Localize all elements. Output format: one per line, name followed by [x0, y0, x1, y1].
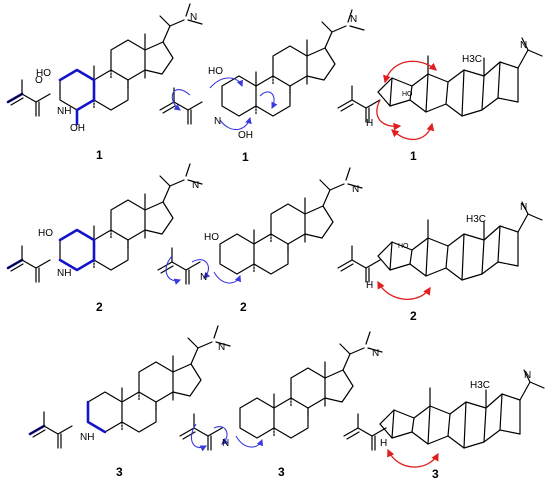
compound-label: 3 [432, 467, 439, 481]
o-label: O [35, 75, 43, 86]
noe-correlation [377, 280, 431, 300]
n-label: N [192, 180, 199, 191]
compound-3-structure-b [239, 331, 383, 439]
hn-label: N [222, 438, 229, 449]
hmbc-arrow [191, 423, 207, 452]
h3c-label: H3C [462, 54, 482, 65]
compound-2-tigloyl-a [6, 245, 51, 283]
compound-3-structure-c [379, 369, 545, 449]
h-label: H [366, 280, 373, 291]
nh-label: NH [57, 106, 71, 117]
compound-2-structure-b [219, 167, 363, 275]
compound-3-tigloyl-b [179, 413, 223, 451]
compound-2-tigloyl-c [337, 245, 381, 283]
oh-label: OH [70, 123, 85, 134]
compound-1-tigloyl-b [159, 87, 203, 125]
n-label: N [218, 342, 225, 353]
compound-label: 3 [116, 465, 123, 479]
compound-label: 2 [240, 300, 247, 314]
compound-2-tigloyl-b [157, 247, 201, 285]
n-label: N [520, 40, 527, 51]
hmbc-arrow [171, 89, 191, 111]
noe-correlation [383, 60, 437, 84]
n-label: N [524, 370, 531, 381]
compound-label: 2 [96, 300, 103, 314]
ho-label: HO [36, 68, 51, 79]
compound-label: 3 [278, 465, 285, 479]
hmbc-arrow [259, 91, 278, 109]
hmbc-arrow [213, 271, 242, 284]
compound-label: 1 [96, 148, 103, 162]
h3c-label: H3C [470, 380, 490, 391]
h3c-label: H3C [466, 214, 486, 225]
compound-1-structure-c [377, 37, 543, 117]
nh-label: NH [80, 432, 94, 443]
compound-1-structure-b [221, 9, 365, 117]
hmbc-arrow [165, 255, 182, 285]
compound-3-structure-a [86, 325, 231, 434]
hmbc-arrow [209, 77, 244, 89]
ho-label: HO [208, 66, 223, 77]
hn-label: N [214, 116, 221, 127]
hmbc-arrow [235, 435, 264, 448]
oh-label: OH [238, 130, 253, 141]
n-label: N [190, 12, 197, 23]
compound-2-structure-c [377, 201, 543, 281]
hmbc-arrow [191, 259, 211, 279]
noe-correlation [391, 122, 435, 141]
h-label: H [380, 438, 387, 449]
h-label: H [366, 118, 373, 129]
hn-label: N [200, 272, 207, 283]
ho-label: HO [398, 243, 409, 250]
hmbc-arrow [213, 426, 229, 445]
compound-3-tigloyl-a [28, 411, 73, 449]
ho-label: HO [204, 232, 219, 243]
compound-2-structure-a [58, 163, 203, 272]
ho-label: HO [38, 228, 53, 239]
n-label: N [350, 14, 357, 25]
compound-label: 1 [410, 149, 417, 163]
compound-label: 1 [242, 150, 249, 164]
hmbc-arrow [219, 116, 252, 131]
n-label: N [352, 184, 359, 195]
nh-label: NH [57, 268, 71, 279]
compound-label: 2 [410, 309, 417, 323]
compound-1-tigloyl-c [337, 85, 381, 123]
compound-1-tigloyl-a [6, 79, 51, 117]
noe-correlation [387, 448, 439, 468]
n-label: N [520, 202, 527, 213]
compound-1-structure-a [58, 3, 203, 126]
n-label: N [372, 348, 379, 359]
ho-label: HO [402, 91, 413, 98]
